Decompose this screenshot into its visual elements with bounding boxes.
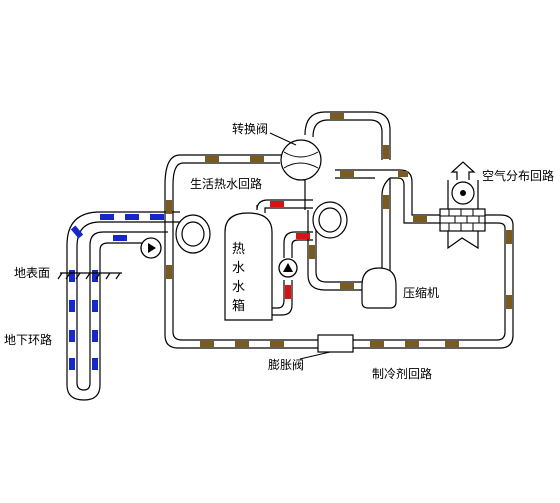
air-flow-arrow-icon [450,161,476,180]
hot-water-tank-label-1: 热 [232,242,245,257]
compressor-icon [361,267,397,309]
dhw-loop-label: 生活热水回路 [190,176,262,191]
hot-water-flow-arrows [270,201,310,299]
refrigerant-loop-label: 制冷剂回路 [372,366,432,381]
refrigerant-loop-pipe [164,111,514,349]
hot-water-loop-pipe [256,199,313,316]
leader-lines [269,132,331,360]
hot-water-tank [224,212,273,321]
air-duct [447,180,479,250]
ground-surface-line [57,272,122,280]
ground-surface-label: 地表面 [14,266,50,280]
dhw-heat-exchanger [312,201,348,239]
reversing-valve-label: 转换阀 [232,121,268,136]
underground-loop-label: 地下环路 [4,332,52,347]
heat-exchanger-icon [439,208,486,232]
dhw-pump-icon [278,258,298,278]
expansion-valve-icon [317,334,354,353]
air-distribution-loop-label: 空气分布回路 [482,168,554,183]
hot-water-tank-label-2: 水 [232,261,245,276]
hot-water-tank-label-3: 水 [232,280,245,295]
hot-water-tank-label-4: 箱 [232,298,245,314]
expansion-valve-label: 膨胀阀 [268,358,304,372]
pump-icon [140,237,162,259]
reversing-valve-icon [280,139,322,181]
fan-icon [451,181,475,205]
refrigerant-flow-arrows [166,113,512,347]
ground-heat-exchanger [160,214,211,254]
underground-flow-arrows [69,214,164,370]
compressor-label: 压缩机 [403,285,439,300]
underground-loop-pipe [66,211,180,401]
